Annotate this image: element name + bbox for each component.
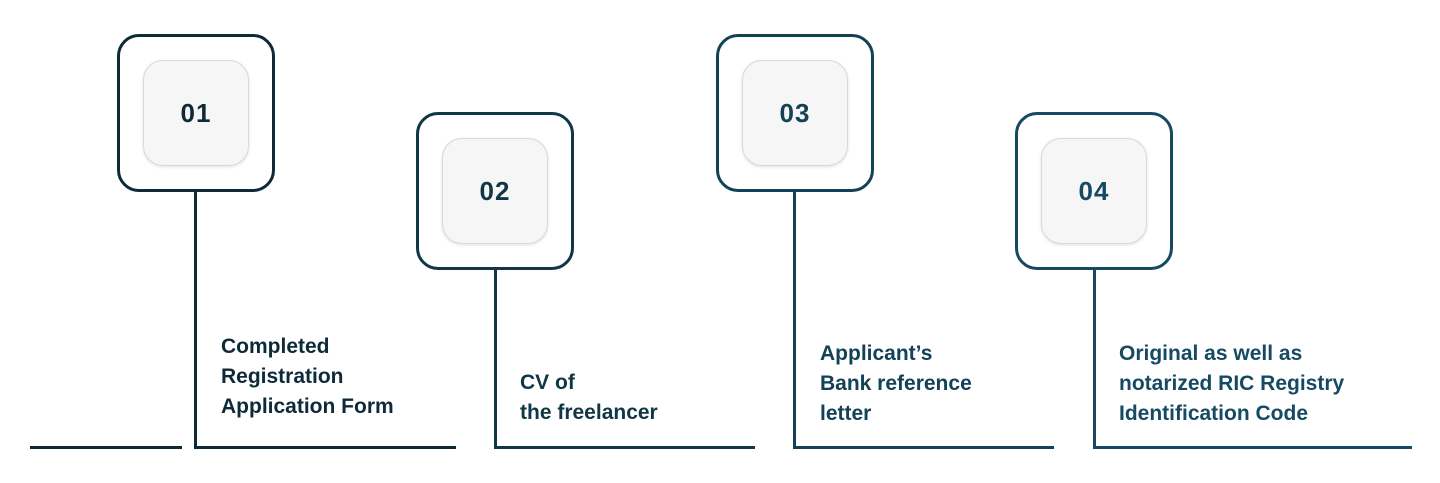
step-4-baseline xyxy=(1093,446,1412,449)
step-2-number-badge: 02 xyxy=(442,138,548,244)
step-2-label-line: the freelancer xyxy=(520,401,658,424)
step-3-label: Applicant’s Bank reference letter xyxy=(820,339,972,429)
step-4-label-line: Original as well as xyxy=(1119,342,1303,365)
step-4-connector xyxy=(1093,268,1096,449)
step-4-label-line: Identification Code xyxy=(1119,402,1308,425)
step-1-label: Completed Registration Application Form xyxy=(221,332,394,422)
step-4-label-line: notarized RIC Registry xyxy=(1119,372,1345,395)
step-3-label-line: letter xyxy=(820,402,872,425)
step-3-outer-box: 03 xyxy=(716,34,874,192)
step-1-label-line: Application Form xyxy=(221,395,394,418)
step-1-label-line: Completed xyxy=(221,335,330,358)
step-4-number-badge: 04 xyxy=(1041,138,1147,244)
step-3-baseline xyxy=(793,446,1054,449)
step-3-number-badge: 03 xyxy=(742,60,848,166)
step-4-label: Original as well as notarized RIC Regist… xyxy=(1119,339,1344,429)
step-3-label-line: Bank reference xyxy=(820,372,972,395)
step-2-outer-box: 02 xyxy=(416,112,574,270)
step-1-number-badge: 01 xyxy=(143,60,249,166)
step-3-connector xyxy=(793,190,796,449)
step-2-label-line: CV of xyxy=(520,371,575,394)
step-1-baseline xyxy=(194,446,456,449)
step-1-connector xyxy=(194,190,197,449)
step-1-outer-box: 01 xyxy=(117,34,275,192)
step-2-label: CV of the freelancer xyxy=(520,368,658,428)
step-4-outer-box: 04 xyxy=(1015,112,1173,270)
step-3-label-line: Applicant’s xyxy=(820,342,933,365)
baseline-lead-segment xyxy=(30,446,182,449)
step-1-label-line: Registration xyxy=(221,365,344,388)
step-2-baseline xyxy=(494,446,755,449)
step-2-connector xyxy=(494,268,497,449)
